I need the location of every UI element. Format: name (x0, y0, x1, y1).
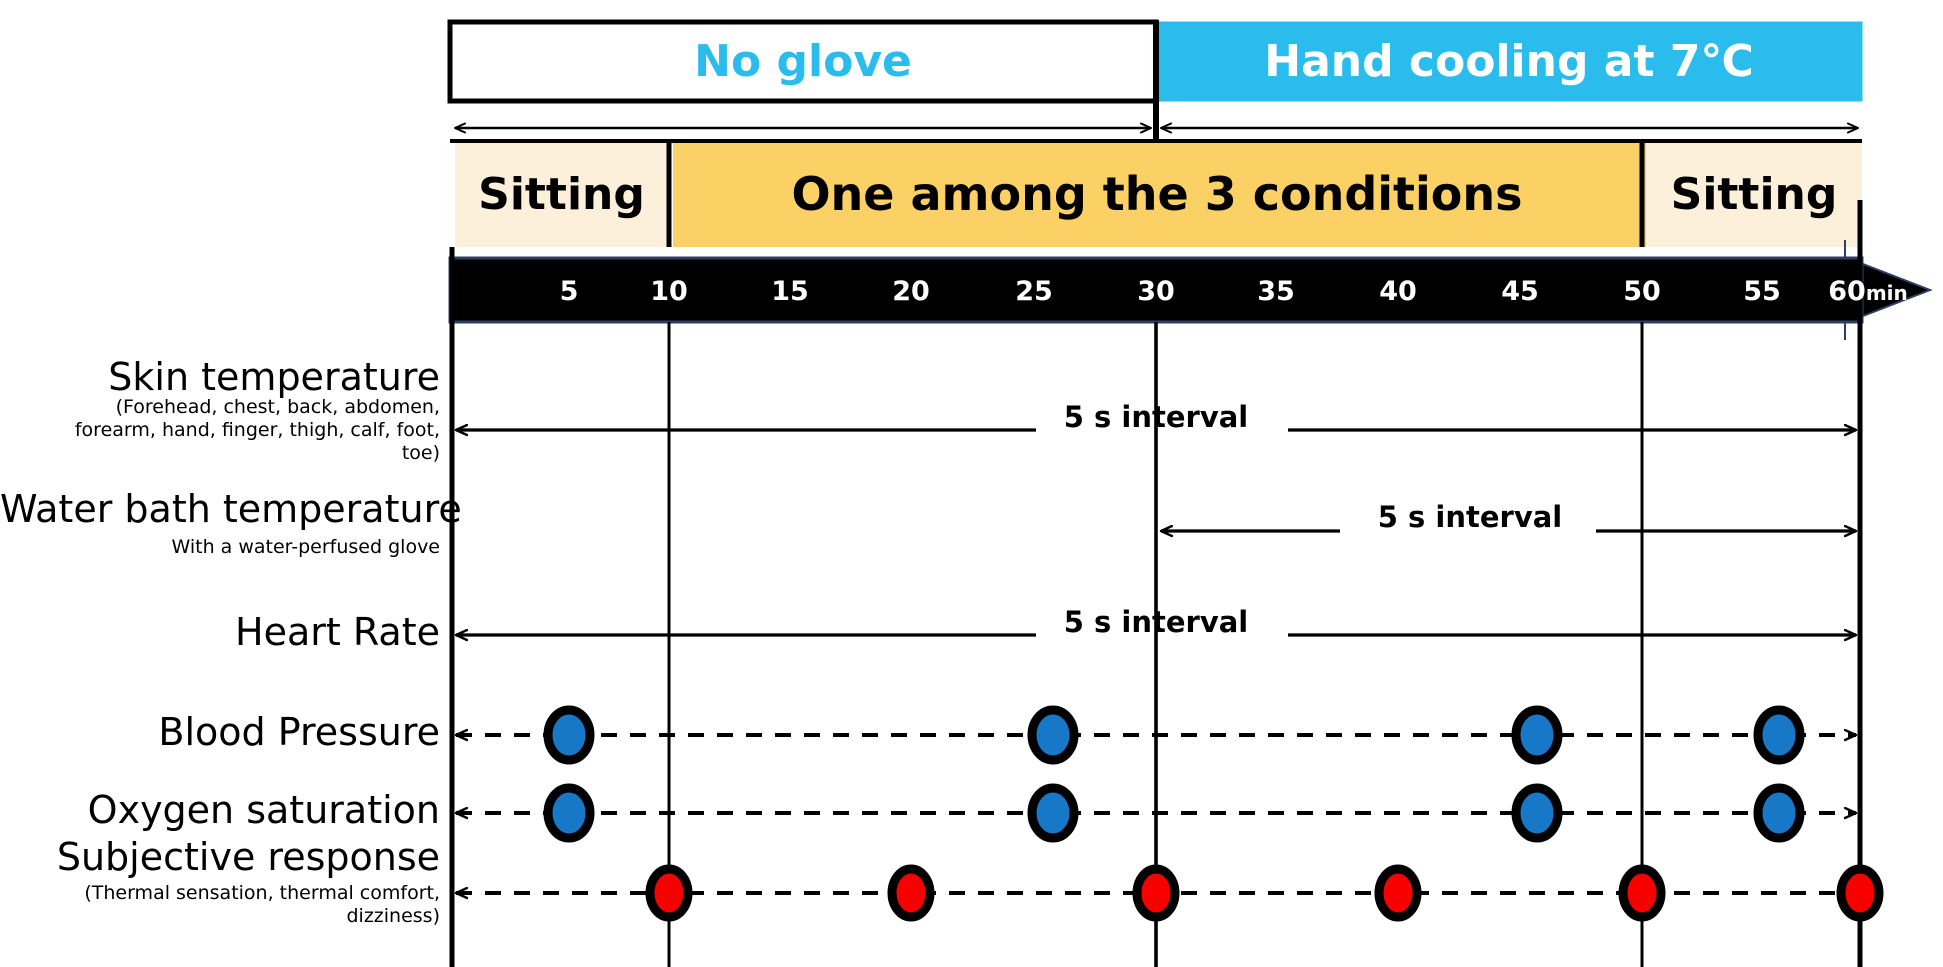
axis-tick-60: 60min (1828, 276, 1908, 307)
data-point-dot (887, 864, 935, 922)
axis-tick-55-text: 55 (1743, 276, 1781, 307)
phase-label-no-glove: No glove (450, 22, 1156, 101)
condition-label-sitting-end: Sitting (1646, 141, 1862, 247)
axis-tick-30-text: 30 (1137, 276, 1175, 307)
data-point-dot (1753, 705, 1805, 765)
annotation-skin-temperature-interval: 5 s interval (1064, 400, 1248, 434)
data-point-dot (1618, 864, 1666, 922)
row-label-water-bath-subtitle: With a water-perfused glove (171, 536, 440, 558)
axis-tick-15-text: 15 (771, 276, 809, 307)
oxygen-saturation-dots (543, 783, 1805, 843)
annotation-skin-temperature-text: 5 s interval (1063, 400, 1249, 434)
condition-label-conditions: One among the 3 conditions (673, 141, 1641, 247)
phase-label-no-glove-text: No glove (694, 36, 912, 87)
row-label-blood-pressure-title: Blood Pressure (158, 710, 440, 754)
condition-band-group (450, 139, 1862, 247)
data-point-dot (1511, 705, 1563, 765)
axis-tick-20: 20 (892, 276, 930, 307)
data-point-dot (1836, 864, 1884, 922)
axis-tick-25-text: 25 (1015, 276, 1053, 307)
time-axis-bar (448, 256, 1864, 324)
axis-tick-50: 50 (1623, 276, 1661, 307)
phase-box-no-glove (447, 19, 1159, 104)
row-label-skin-temperature-subtitle: (Forehead, chest, back, abdomen, forearm… (74, 396, 440, 465)
axis-tick-20-text: 20 (892, 276, 930, 307)
axis-unit-label: min (1865, 281, 1908, 305)
condition-label-conditions-text: One among the 3 conditions (791, 167, 1523, 221)
row-blood-pressure (456, 705, 1856, 765)
row-label-water-bath-title: Water bath temperature (0, 487, 462, 531)
row-label-oxygen-saturation: Oxygen saturation (40, 791, 440, 829)
condition-label-sitting-start-text: Sitting (478, 168, 645, 220)
data-point-dot (543, 783, 595, 843)
row-label-skin-temperature-title: Skin temperature (108, 355, 440, 399)
data-point-dot (1132, 864, 1180, 922)
annotation-heart-rate-text: 5 s interval (1063, 605, 1249, 639)
data-point-dot (1753, 783, 1805, 843)
axis-tick-45-text: 45 (1501, 276, 1539, 307)
data-point-dot (543, 705, 595, 765)
row-label-blood-pressure: Blood Pressure (40, 713, 440, 751)
data-point-dot (1511, 783, 1563, 843)
annotation-heart-rate-interval: 5 s interval (1064, 605, 1248, 639)
annotation-water-bath-text: 5 s interval (1377, 500, 1563, 534)
row-label-subjective-response-title: Subjective response (56, 835, 440, 879)
axis-tick-15: 15 (771, 276, 809, 307)
axis-tick-5-text: 5 (559, 276, 579, 307)
row-label-heart-rate: Heart Rate (40, 613, 440, 651)
row-subjective-response (456, 864, 1884, 922)
row-oxygen-saturation (456, 783, 1856, 843)
axis-tick-45: 45 (1501, 276, 1539, 307)
axis-tick-55: 55 (1743, 276, 1781, 307)
data-point-dot (1027, 705, 1079, 765)
row-label-water-bath-temperature: Water bath temperature With a water-perf… (0, 487, 462, 559)
data-point-dot (1374, 864, 1422, 922)
subjective-response-dots (645, 864, 1884, 922)
axis-tick-5: 5 (560, 276, 579, 307)
data-point-dot (1027, 783, 1079, 843)
axis-tick-60-text: 60 (1828, 276, 1866, 307)
blood-pressure-dots (543, 705, 1805, 765)
phase-label-hand-cooling: Hand cooling at 7℃ (1156, 22, 1862, 101)
axis-tick-35-text: 35 (1257, 276, 1295, 307)
axis-tick-10-text: 10 (650, 276, 688, 307)
axis-tick-35: 35 (1257, 276, 1295, 307)
row-label-skin-temperature: Skin temperature (Forehead, chest, back,… (40, 358, 440, 466)
condition-label-sitting-end-text: Sitting (1670, 168, 1838, 220)
condition-band-sitting-start (455, 141, 668, 247)
row-label-subjective-response-subtitle: (Thermal sensation, thermal comfort, diz… (84, 882, 440, 928)
phase-header-group (447, 19, 1863, 148)
phase-label-hand-cooling-text: Hand cooling at 7℃ (1264, 36, 1754, 87)
row-label-heart-rate-title: Heart Rate (235, 610, 440, 654)
condition-label-sitting-start: Sitting (455, 141, 668, 247)
annotation-water-bath-interval: 5 s interval (1378, 500, 1562, 534)
axis-tick-40-text: 40 (1379, 276, 1417, 307)
row-label-oxygen-saturation-title: Oxygen saturation (87, 788, 440, 832)
axis-tick-10: 10 (650, 276, 688, 307)
time-axis-bar-group (448, 240, 1933, 340)
condition-band-sitting-end (1646, 141, 1862, 247)
axis-tick-50-text: 50 (1623, 276, 1661, 307)
axis-tick-30: 30 (1137, 276, 1175, 307)
phase-box-hand-cooling (1155, 21, 1863, 102)
axis-tick-25: 25 (1015, 276, 1053, 307)
axis-tick-40: 40 (1379, 276, 1417, 307)
data-point-dot (645, 864, 693, 922)
row-label-subjective-response: Subjective response (Thermal sensation, … (0, 838, 440, 928)
